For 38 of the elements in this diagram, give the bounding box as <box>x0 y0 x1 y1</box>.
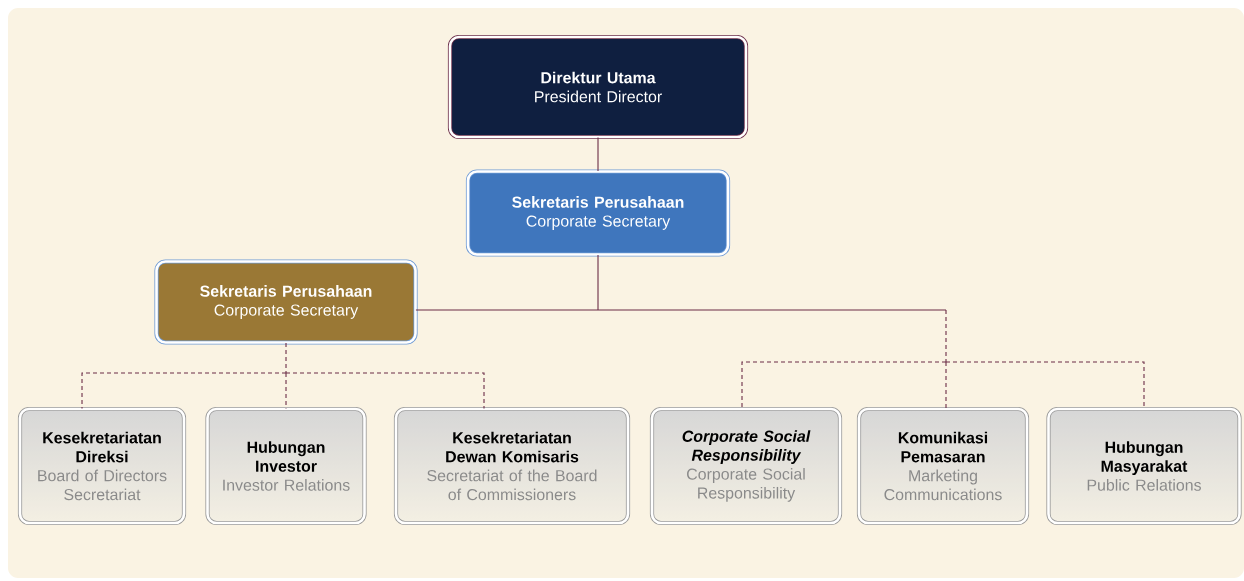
position-box <box>17 406 187 526</box>
heading-text: Hubungan Masyarakat <box>1101 441 1188 475</box>
heading-text: Kesekretariatan Dewan Komisaris <box>446 431 579 463</box>
position-box <box>1046 406 1242 526</box>
connector-line <box>285 372 287 410</box>
subtitle-text: President Director <box>535 90 662 103</box>
heading-text: Hubungan Investor <box>247 441 325 472</box>
subtitle-text: Corporate Social Responsibility <box>687 468 805 502</box>
connector-line <box>285 342 287 374</box>
connector-line <box>415 309 599 311</box>
connector-line <box>945 361 947 410</box>
subtitle-text: Investor Relations <box>223 479 350 491</box>
position-box <box>205 406 367 526</box>
connector-line <box>597 254 599 311</box>
subtitle-text: Corporate Secretary <box>214 304 359 319</box>
connector-line <box>597 136 599 172</box>
connector-line <box>81 372 287 410</box>
connector-line <box>285 372 485 410</box>
position-box <box>856 406 1030 526</box>
position-box <box>447 34 749 140</box>
subtitle-text: Secretariat of the Board of Commissioners <box>427 469 597 501</box>
subtitle-text: Corporate Secretary <box>526 215 671 230</box>
connector-line <box>945 309 947 363</box>
position-box <box>154 259 418 345</box>
heading-text: Sekretaris Perusahaan <box>200 285 372 297</box>
heading-text: Kesekretariatan Direksi <box>43 431 161 463</box>
position-box <box>649 406 843 526</box>
subtitle-text: Board of Directors Secretariat <box>38 469 167 501</box>
connector-line <box>597 309 947 311</box>
heading-text: Corporate Social Responsibility <box>682 430 811 464</box>
connector-line <box>741 361 947 410</box>
position-box <box>465 169 731 257</box>
heading-text: Direktur Utama <box>541 71 656 84</box>
position-box <box>393 406 631 526</box>
heading-text: Sekretaris Perusahaan <box>512 196 684 208</box>
subtitle-text: Marketing Communications <box>884 469 1002 501</box>
subtitle-text: Public Relations <box>1087 479 1201 491</box>
heading-text: Komunikasi Pemasaran <box>898 431 988 463</box>
